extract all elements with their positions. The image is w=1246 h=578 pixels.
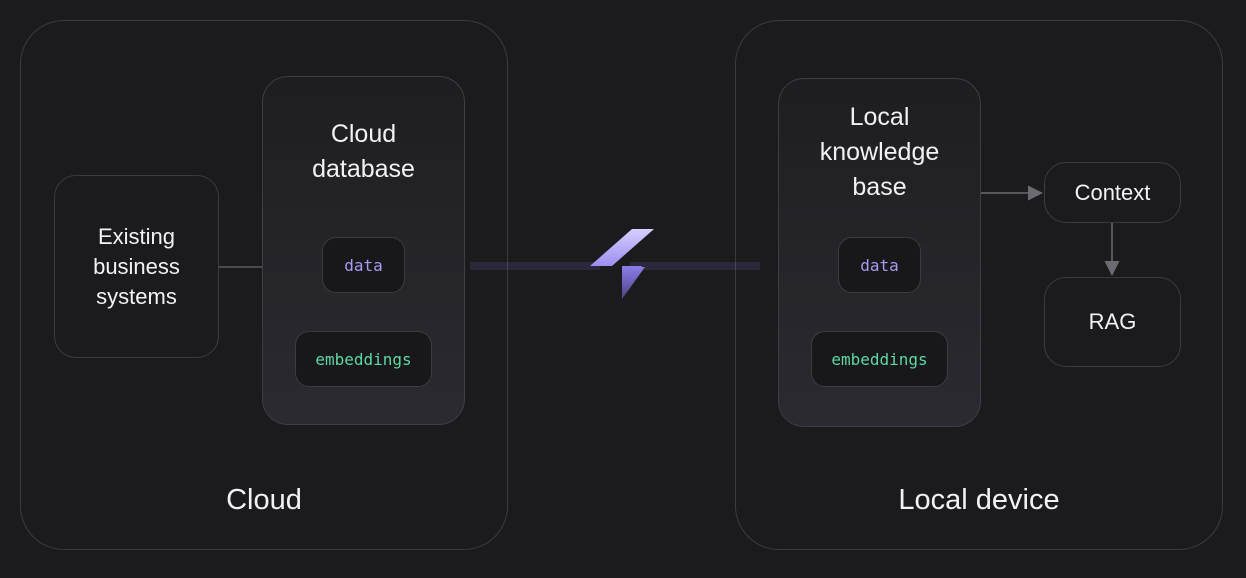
local-device-region-label: Local device	[898, 484, 1060, 516]
cloud-region-label: Cloud	[226, 484, 302, 516]
cloud-data-chip: data	[322, 237, 405, 293]
context-label: Context	[1074, 179, 1151, 205]
cloud-database-title: Cloud database	[312, 120, 415, 183]
local-data-chip: data	[838, 237, 921, 293]
rag-label: RAG	[1088, 309, 1137, 334]
existing-business-systems-label: Existing business systems	[93, 223, 180, 309]
local-embeddings-chip: embeddings	[811, 331, 948, 387]
existing-business-systems-node: Existing business systems	[54, 175, 219, 358]
rag-node: RAG	[1044, 277, 1181, 367]
context-node: Context	[1044, 162, 1181, 223]
sync-bolt-icon	[590, 229, 654, 299]
cloud-embeddings-chip: embeddings	[295, 331, 432, 387]
local-knowledge-base-title: Local knowledge base	[819, 103, 940, 201]
